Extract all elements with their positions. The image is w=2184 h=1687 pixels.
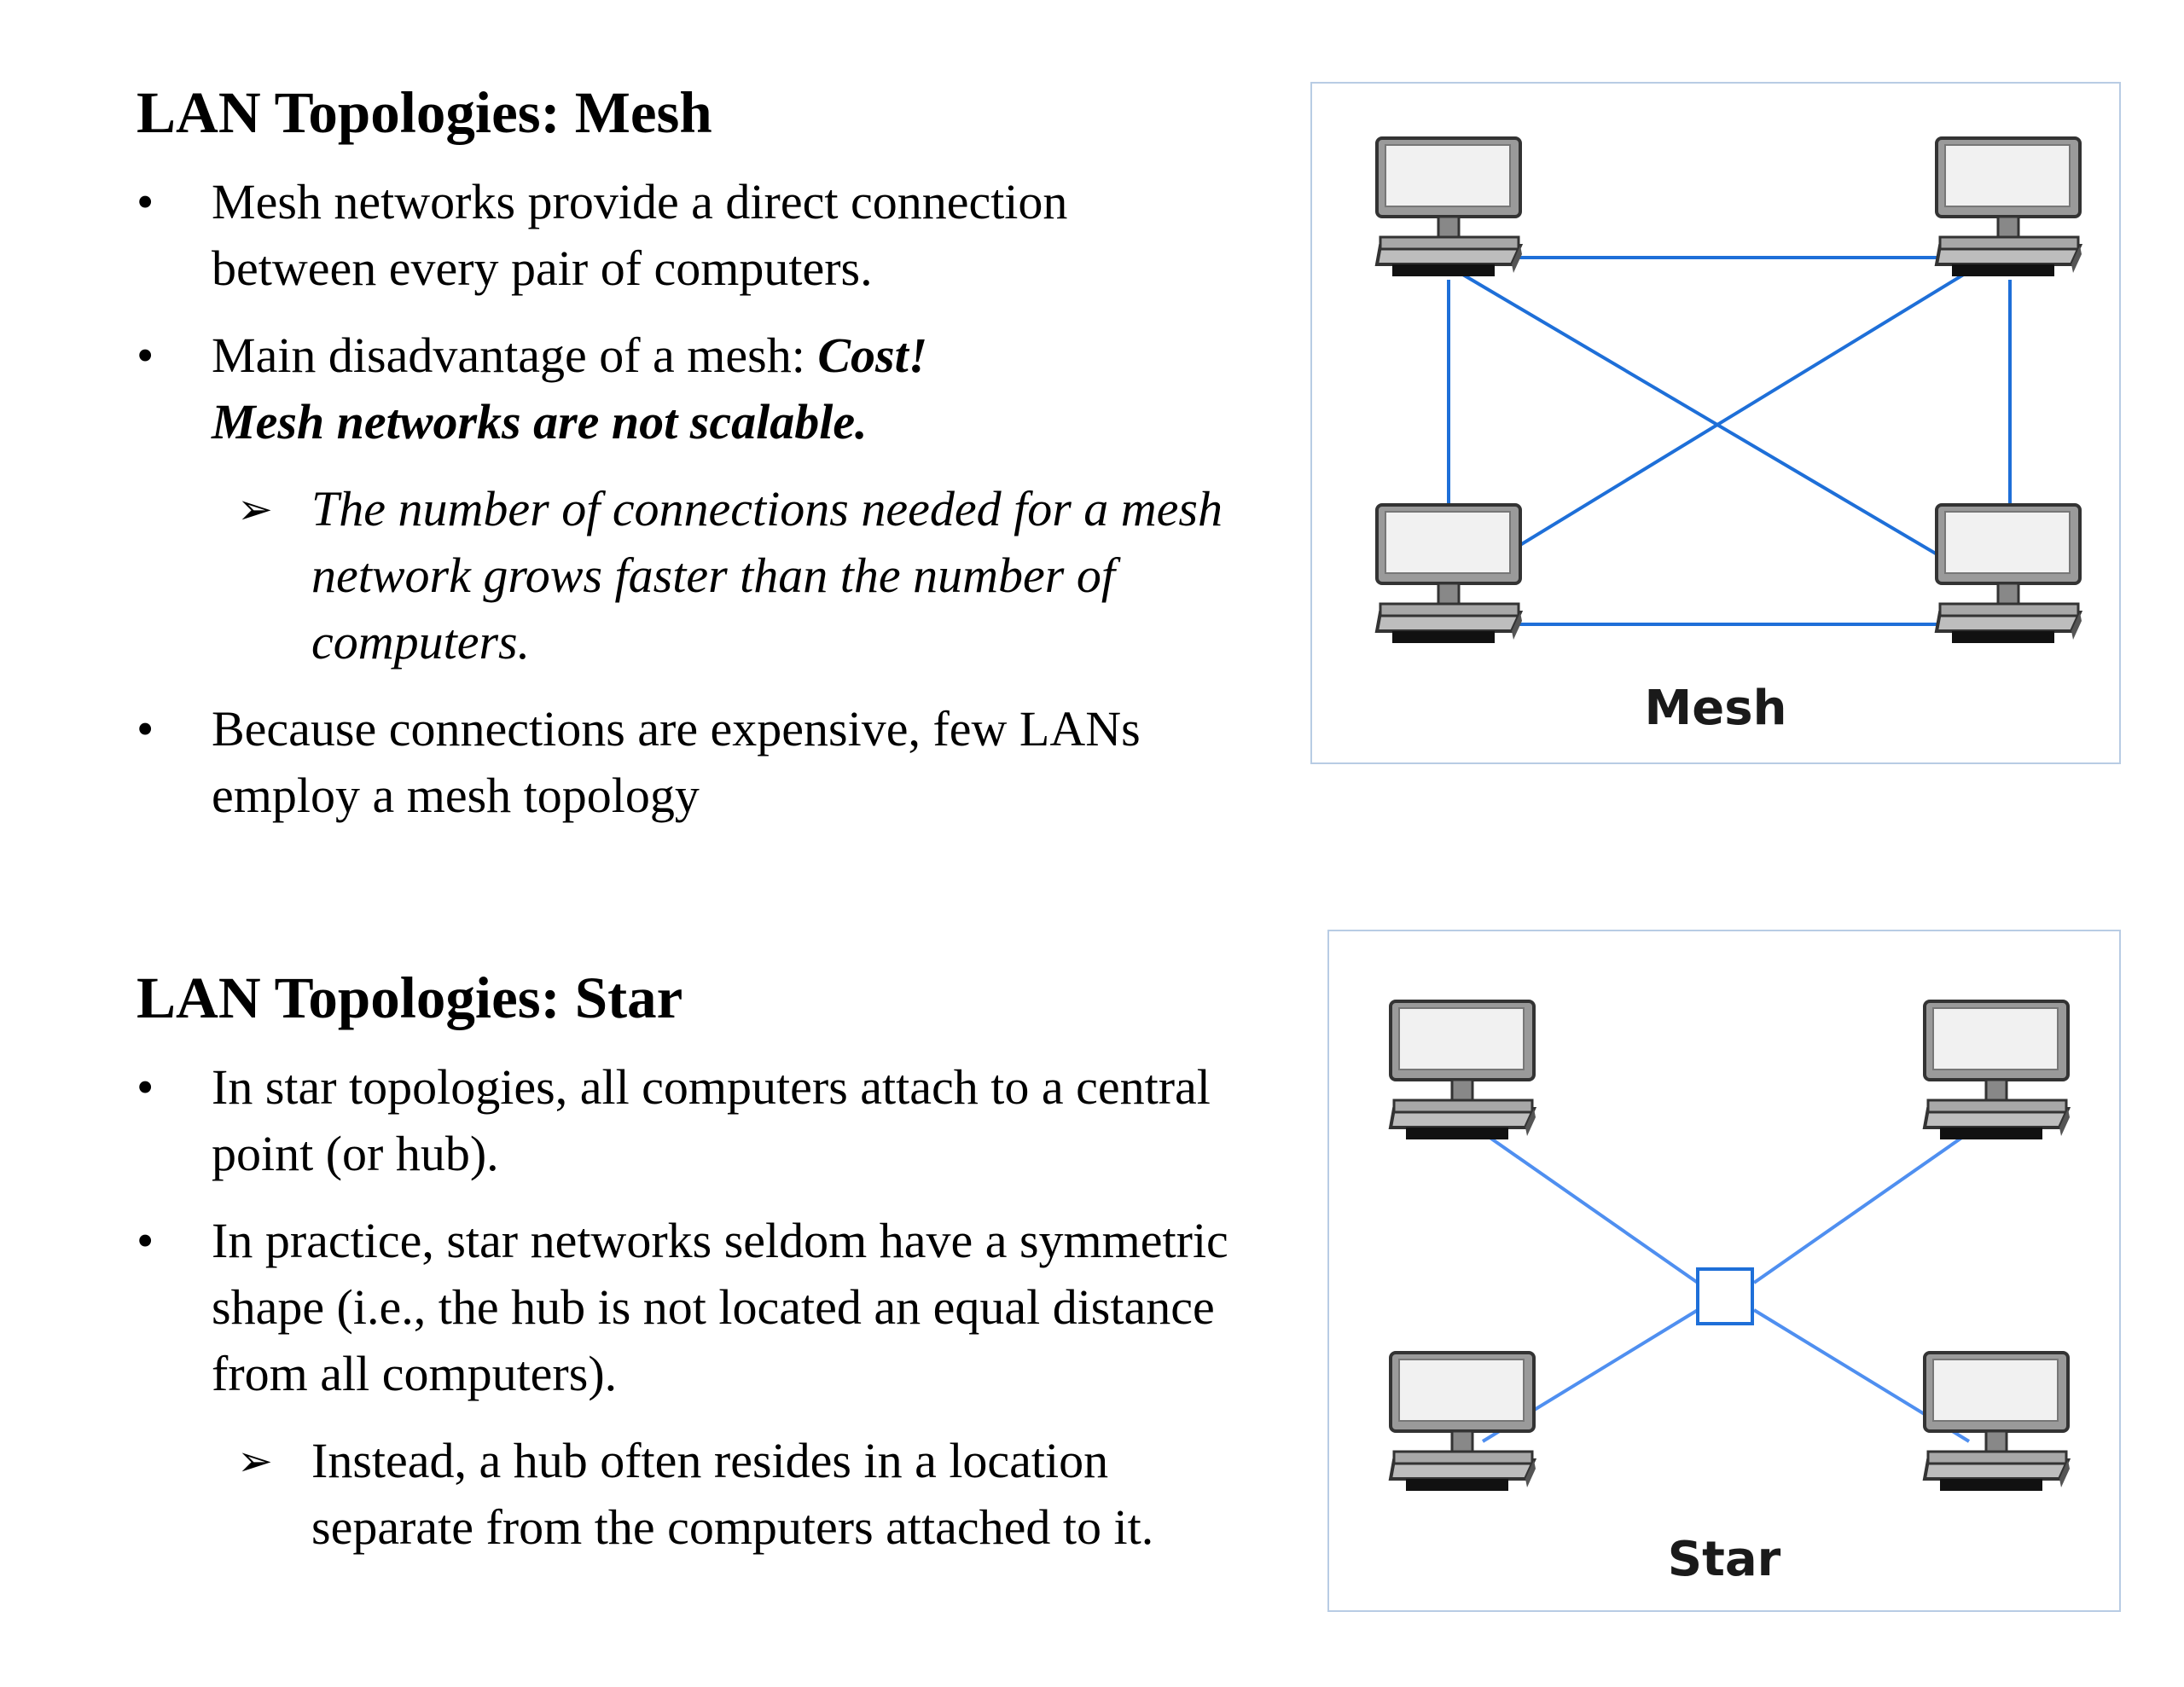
computer-icon (1923, 1000, 2071, 1141)
mesh-scalable-emphasis: Mesh networks are not scalable. (212, 394, 868, 449)
star-sub-bullet-text: Instead, a hub often resides in a locati… (311, 1433, 1154, 1555)
mesh-diagram-svg (1375, 136, 2083, 645)
star-caption: Star (1667, 1532, 1781, 1587)
computer-icon (1935, 136, 2083, 278)
star-section: LAN Topologies: Star In star topologies,… (136, 964, 1228, 1581)
mesh-bullet-list: Mesh networks provide a direct connectio… (136, 169, 1228, 829)
mesh-sub-bullet-text: The number of connections needed for a m… (311, 481, 1223, 670)
mesh-caption: Mesh (1644, 681, 1787, 736)
star-diagram-svg (1389, 1000, 2071, 1493)
mesh-bullet-3: Because connections are expensive, few L… (136, 696, 1228, 829)
star-diagram: Star (1327, 930, 2121, 1612)
mesh-links (1447, 256, 2012, 626)
mesh-bullet-2: Main disadvantage of a mesh: Cost! Mesh n… (136, 322, 1228, 455)
mesh-cost-emphasis: Cost! (817, 328, 928, 383)
computer-icon (1389, 1000, 1537, 1141)
star-bullet-list: In star topologies, all computers attach… (136, 1054, 1228, 1561)
mesh-heading: LAN Topologies: Mesh (136, 80, 712, 145)
star-bullet-2-text: In practice, star networks seldom have a… (212, 1213, 1228, 1401)
mesh-bullet-2-text: Main disadvantage of a mesh: (212, 328, 818, 383)
star-link-top-right (1752, 1131, 1971, 1284)
mesh-bullet-1-text: Mesh networks provide a direct connectio… (212, 174, 1068, 296)
computer-icon (1923, 1351, 2071, 1493)
computer-icon (1375, 136, 1524, 278)
computer-icon (1375, 503, 1524, 645)
mesh-sub-bullet: ➢ The number of connections needed for a … (136, 476, 1228, 675)
mesh-bullet-3-text: Because connections are expensive, few L… (212, 701, 1141, 823)
star-bullet-2: In practice, star networks seldom have a… (136, 1208, 1228, 1407)
hub-node (1696, 1267, 1754, 1325)
mesh-bullet-1: Mesh networks provide a direct connectio… (136, 169, 1228, 302)
star-heading: LAN Topologies: Star (136, 965, 683, 1030)
star-sub-bullet: ➢ Instead, a hub often resides in a locat… (136, 1428, 1228, 1561)
computer-icon (1935, 503, 2083, 645)
star-bullet-1-text: In star topologies, all computers attach… (212, 1059, 1211, 1181)
mesh-section: LAN Topologies: Mesh Mesh networks provi… (136, 78, 1228, 849)
star-links (1481, 1131, 1971, 1443)
mesh-link-diagonal-2 (1464, 270, 1971, 580)
arrowhead-icon: ➢ (237, 1436, 273, 1486)
mesh-diagram: Mesh (1310, 82, 2121, 764)
computer-icon (1389, 1351, 1537, 1493)
arrowhead-icon: ➢ (237, 484, 273, 534)
star-bullet-1: In star topologies, all computers attach… (136, 1054, 1228, 1187)
star-link-top-left (1481, 1131, 1699, 1284)
